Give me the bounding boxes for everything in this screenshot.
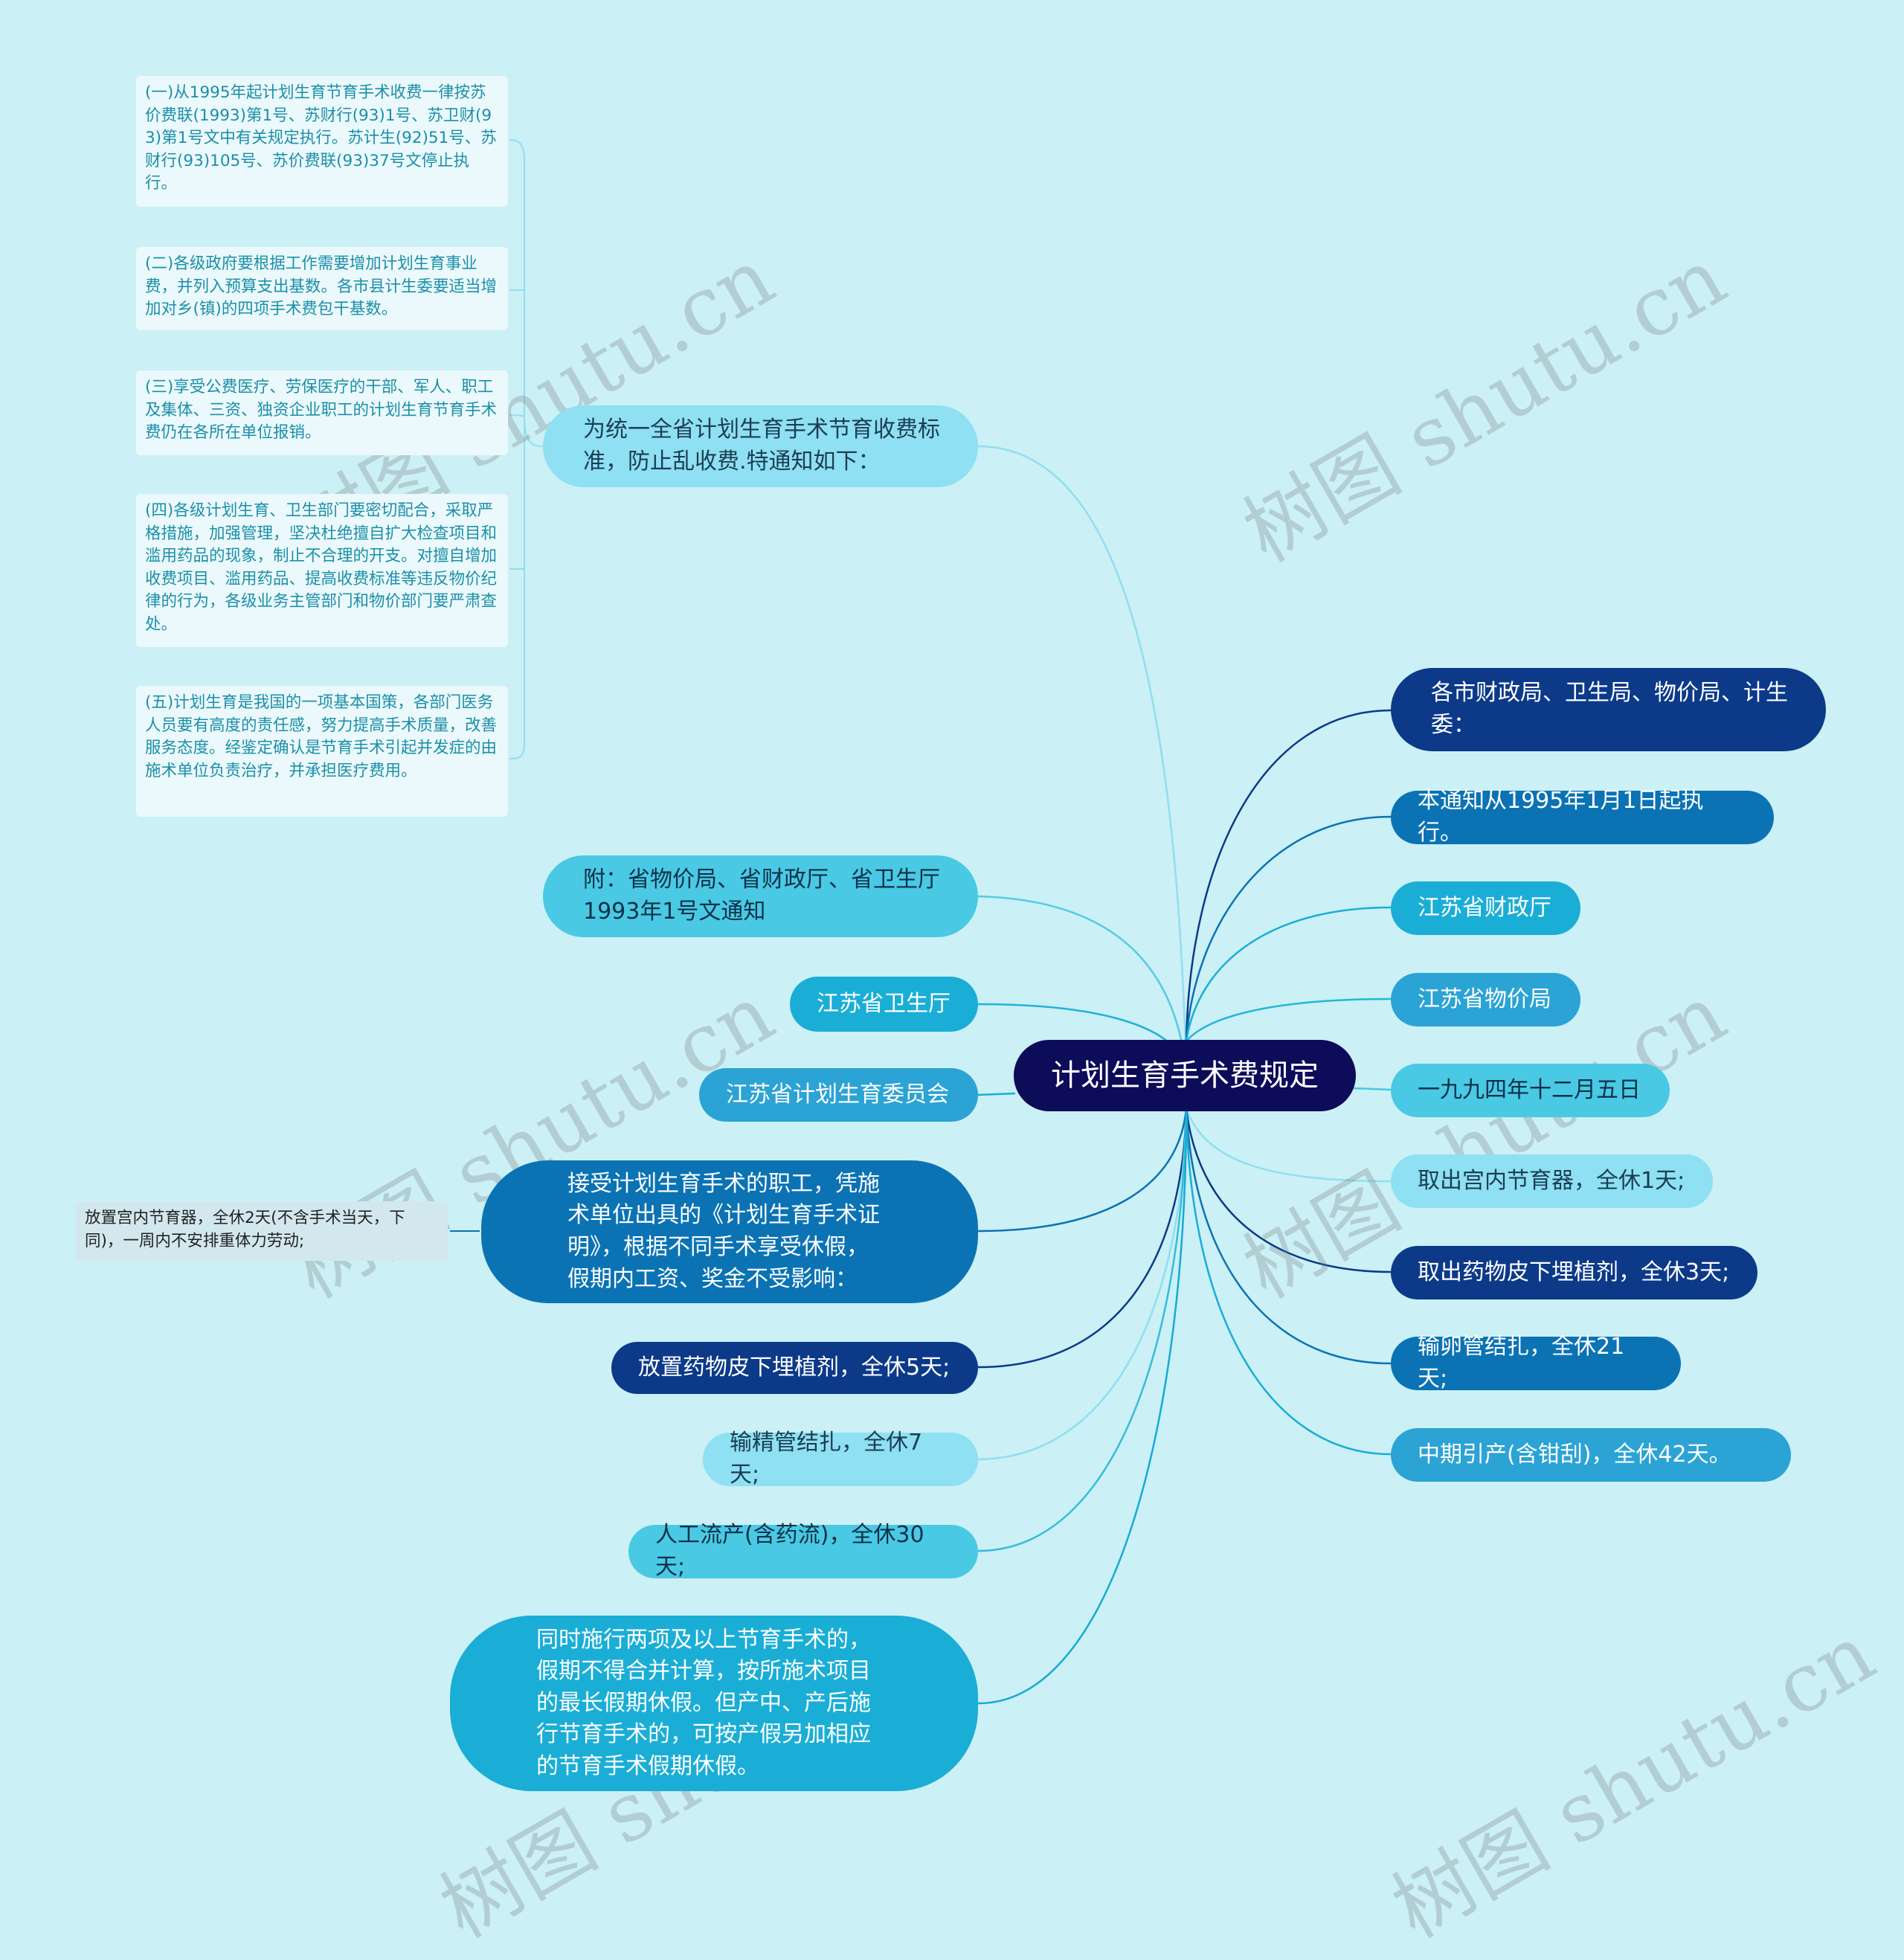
- topic-jisheng[interactable]: 江苏省计划生育委员会: [699, 1068, 978, 1122]
- topic-wujia[interactable]: 江苏省物价局: [1391, 973, 1580, 1026]
- note-1[interactable]: (一)从1995年起计划生育节育手术收费一律按苏价费联(1993)第1号、苏财行…: [136, 76, 508, 207]
- topic-caizheng[interactable]: 江苏省财政厅: [1391, 881, 1580, 935]
- topic-tongshi[interactable]: 同时施行两项及以上节育手术的，假期不得合并计算，按所施术项目的最长假期休假。但产…: [450, 1616, 978, 1791]
- topic-shujing[interactable]: 输精管结扎，全休7天;: [703, 1430, 978, 1488]
- mindmap-canvas: 树图 shutu.cn 树图 shutu.cn 树图 shutu.cn 树图 s…: [76, 76, 1890, 1956]
- topic-rengong[interactable]: 人工流产(含药流)，全休30天;: [628, 1522, 978, 1580]
- topic-quchu-gong[interactable]: 取出宫内节育器，全休1天;: [1391, 1154, 1713, 1208]
- topic-tongzhi[interactable]: 为统一全省计划生育手术节育收费标准，防止乱收费.特通知如下：: [543, 405, 978, 487]
- topic-benzhi[interactable]: 本通知从1995年1月1日起执行。: [1391, 788, 1774, 846]
- topic-fangzhi-yao[interactable]: 放置药物皮下埋植剂，全休5天;: [611, 1342, 978, 1394]
- topic-shuluan[interactable]: 输卵管结扎，全休21天;: [1391, 1334, 1681, 1392]
- topic-quchu-yao[interactable]: 取出药物皮下埋植剂，全休3天;: [1391, 1246, 1757, 1299]
- topic-zhongqi[interactable]: 中期引产(含钳刮)，全休42天。: [1391, 1428, 1791, 1482]
- topic-riqi[interactable]: 一九九四年十二月五日: [1391, 1064, 1670, 1117]
- note-3[interactable]: (三)享受公费医疗、劳保医疗的干部、军人、职工及集体、三资、独资企业职工的计划生…: [136, 370, 508, 455]
- topic-fu[interactable]: 附：省物价局、省财政厅、省卫生厅1993年1号文通知: [543, 855, 978, 937]
- topic-jieshou[interactable]: 接受计划生育手术的职工，凭施术单位出具的《计划生育手术证明》，根据不同手术享受休…: [481, 1160, 978, 1303]
- center-topic[interactable]: 计划生育手术费规定: [1014, 1040, 1356, 1111]
- topic-weisheng[interactable]: 江苏省卫生厅: [790, 977, 978, 1032]
- side-note[interactable]: 放置宫内节育器，全休2天(不含手术当天，下同)，一周内不安排重体力劳动;: [76, 1201, 448, 1261]
- connector-lines: [450, 139, 1392, 1705]
- note-2[interactable]: (二)各级政府要根据工作需要增加计划生育事业费，并列入预算支出基数。各市县计生委…: [136, 247, 508, 330]
- topic-geshi[interactable]: 各市财政局、卫生局、物价局、计生委：: [1391, 668, 1826, 751]
- note-4[interactable]: (四)各级计划生育、卫生部门要密切配合，采取严格措施，加强管理，坚决杜绝擅自扩大…: [136, 494, 508, 647]
- note-5[interactable]: (五)计划生育是我国的一项基本国策，各部门医务人员要有高度的责任感，努力提高手术…: [136, 686, 508, 817]
